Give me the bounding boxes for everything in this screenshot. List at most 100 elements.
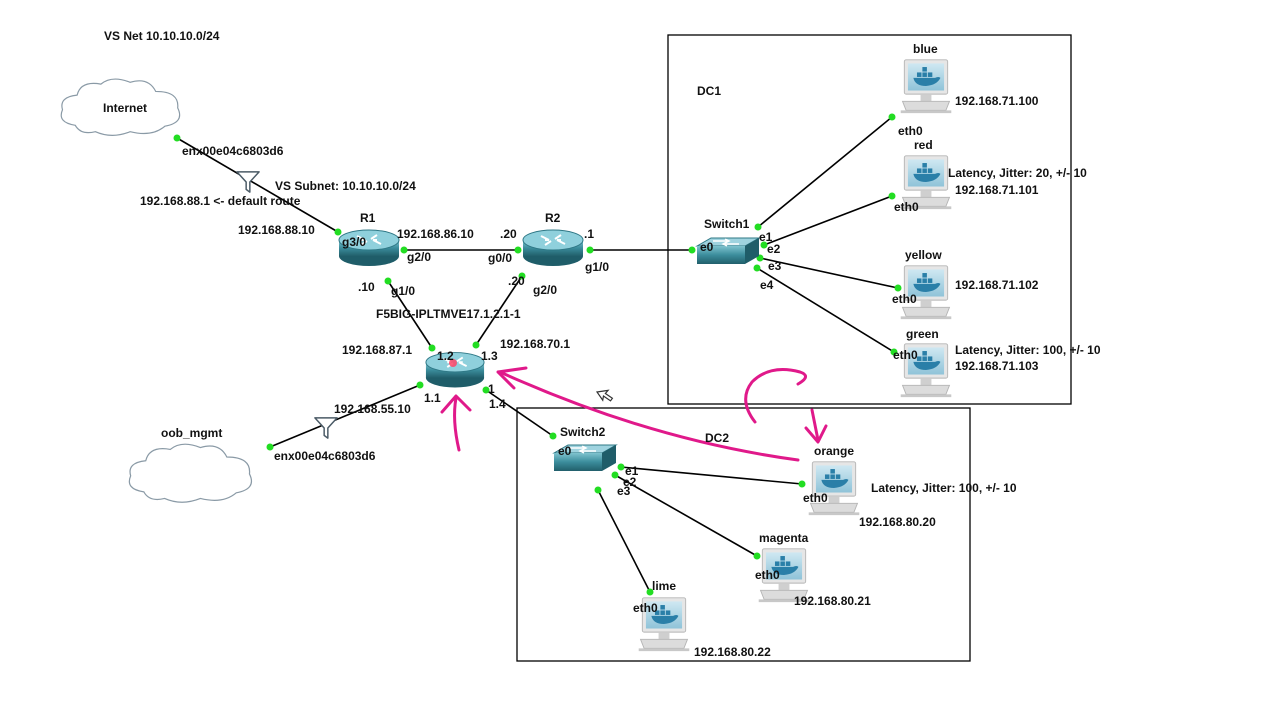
port-dot [753, 264, 761, 272]
links [176, 116, 899, 593]
host-magenta-iface: eth0 [755, 568, 780, 582]
port-dot [888, 192, 896, 200]
port-dot [400, 246, 408, 254]
f5-ip55: 192.168.55.10 [334, 402, 411, 416]
link-f5-oob[interactable] [269, 384, 421, 448]
r1-label: R1 [360, 211, 376, 225]
cursor-icon [595, 389, 614, 402]
vs-subnet-note: VS Subnet: 10.10.10.0/24 [275, 179, 416, 193]
host-orange-iface: eth0 [803, 491, 828, 505]
r2-label: R2 [545, 211, 561, 225]
f5-ip87: 192.168.87.1 [342, 343, 412, 357]
host-orange-note: Latency, Jitter: 100, +/- 10 [871, 481, 1017, 495]
r2-dot20b: .20 [508, 274, 525, 288]
f5-port-1-2: 1.2 [437, 349, 454, 363]
f5-status-dot [449, 359, 457, 367]
default-route-note: 192.168.88.1 <- default route [140, 194, 301, 208]
iface-label: enx00e04c6803d6 [182, 144, 284, 158]
port-dot [760, 241, 768, 249]
host-green-iface: eth0 [893, 348, 918, 362]
r1-g2: g2/0 [407, 250, 431, 264]
cloud-icon[interactable] [128, 443, 253, 503]
dc1-label: DC1 [697, 84, 721, 98]
port-dot [173, 134, 181, 142]
switch1-e0: e0 [700, 240, 714, 254]
port-dot [428, 344, 436, 352]
host-yellow-iface: eth0 [892, 292, 917, 306]
router-icon[interactable] [424, 351, 486, 389]
host-yellow-name: yellow [905, 248, 942, 262]
port-dot [586, 246, 594, 254]
port-dot [594, 486, 602, 494]
switch1-e3: e3 [768, 259, 782, 273]
r2-g2: g2/0 [533, 283, 557, 297]
cloud-label-internet: Internet [103, 101, 147, 115]
packet-capture-icon[interactable] [314, 417, 338, 439]
link-switch1-red[interactable] [763, 195, 893, 246]
link-switch1-green[interactable] [756, 267, 895, 353]
r2-dot1: .1 [584, 227, 594, 241]
link-f5-switch2[interactable] [485, 389, 554, 437]
docker-host-icon[interactable] [808, 461, 860, 516]
link-switch2-magenta[interactable] [614, 474, 758, 557]
hand-drawn-annotations [440, 366, 828, 462]
cloud-label-oob: oob_mgmt [161, 426, 222, 440]
port-dot [611, 471, 619, 479]
host-lime-ip: 192.168.80.22 [694, 645, 771, 659]
host-red-note: Latency, Jitter: 20, +/- 10 [948, 166, 1087, 180]
r2-g0: g0/0 [488, 251, 512, 265]
host-green-note: Latency, Jitter: 100, +/- 10 [955, 343, 1101, 357]
arrow-orange-to-f5 [498, 370, 800, 462]
host-green-ip: 192.168.71.103 [955, 359, 1039, 373]
port-dot [888, 113, 896, 121]
f5-port-1-3: 1.3 [481, 349, 498, 363]
r2-dot20a: .20 [500, 227, 517, 241]
port-dot [754, 223, 762, 231]
host-blue-name: blue [913, 42, 938, 56]
link-internet-r1[interactable] [176, 137, 339, 233]
dc1-area[interactable] [667, 34, 1072, 405]
arrow-loop-to-orange [744, 368, 807, 424]
r1-dot10: .10 [358, 280, 375, 294]
port-dot [549, 432, 557, 440]
host-magenta-name: magenta [759, 531, 809, 545]
switch2-e1: e1 [625, 464, 639, 478]
arrow-orange-to-f5-head [496, 366, 528, 390]
host-blue-ip: 192.168.71.100 [955, 94, 1039, 108]
host-lime-name: lime [652, 579, 676, 593]
f5-port-1: 1 [488, 382, 495, 396]
switch2-e3: e3 [617, 484, 631, 498]
switch1-e1: e1 [759, 230, 773, 244]
host-red-iface: eth0 [894, 200, 919, 214]
host-yellow-ip: 192.168.71.102 [955, 278, 1039, 292]
link-r1-f5[interactable] [387, 280, 433, 349]
port-dot [384, 277, 392, 285]
switch1-label: Switch1 [704, 217, 750, 231]
switch2-e2: e2 [623, 475, 637, 489]
port-dot [266, 443, 274, 451]
switch1-e4: e4 [760, 278, 774, 292]
r1-g3: g3/0 [342, 235, 366, 249]
link-switch1-yellow[interactable] [759, 257, 899, 289]
docker-host-icon[interactable] [900, 59, 952, 114]
r1-g1: g1/0 [391, 284, 415, 298]
r1-ip86: 192.168.86.10 [397, 227, 474, 241]
packet-capture-icon[interactable] [236, 171, 260, 193]
link-switch2-lime[interactable] [597, 489, 651, 593]
port-dot [514, 246, 522, 254]
link-switch1-blue[interactable] [757, 116, 893, 228]
port-dot [482, 386, 490, 394]
port-dot [894, 284, 902, 292]
host-green-name: green [906, 327, 939, 341]
host-lime-iface: eth0 [633, 601, 658, 615]
port-dot [753, 552, 761, 560]
router-icon[interactable] [522, 229, 584, 267]
f5-port-1-1: 1.1 [424, 391, 441, 405]
host-red-ip: 192.168.71.101 [955, 183, 1039, 197]
port-dot [334, 228, 342, 236]
r2-g1: g1/0 [585, 260, 609, 274]
host-orange-name: orange [814, 444, 854, 458]
link-switch2-orange[interactable] [620, 466, 803, 485]
link-r2-f5[interactable] [475, 275, 523, 346]
